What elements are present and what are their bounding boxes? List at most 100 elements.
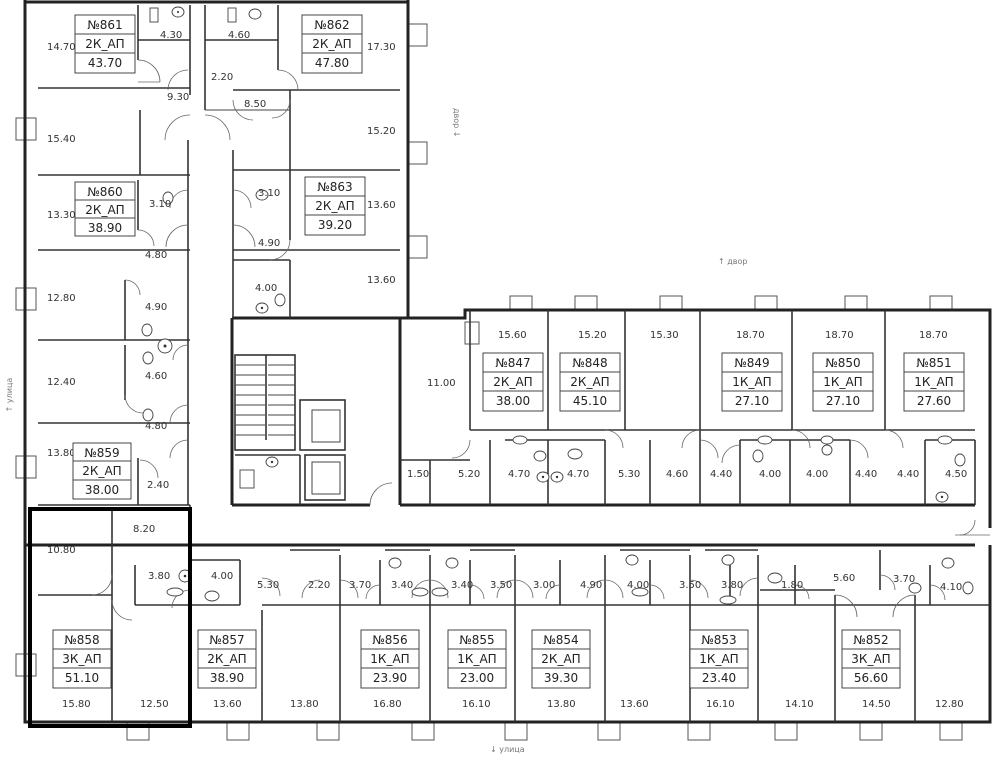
apartment-number: №859 <box>84 446 119 460</box>
room-area: 3.40 <box>451 580 473 591</box>
apartment-area: 23.00 <box>460 671 494 685</box>
room-area: 4.00 <box>627 580 649 591</box>
apartment-card-852[interactable]: №852 3К_АП 56.60 <box>841 629 901 689</box>
apartment-card-856[interactable]: №856 1К_АП 23.90 <box>360 629 420 689</box>
apartment-cards: №861 2К_АП 43.70 №862 2К_АП 47.80 №860 2… <box>52 14 965 689</box>
room-area: 14.70 <box>47 42 76 53</box>
apartment-card-858[interactable]: №858 3К_АП 51.10 <box>52 629 112 689</box>
apartment-card-850[interactable]: №850 1К_АП 27.10 <box>812 352 874 412</box>
apartment-card-861[interactable]: №861 2К_АП 43.70 <box>74 14 136 74</box>
apartment-card-860[interactable]: №860 2К_АП 38.90 <box>74 181 136 237</box>
apartment-card-849[interactable]: №849 1К_АП 27.10 <box>721 352 783 412</box>
apartment-number: №849 <box>734 356 769 370</box>
apartment-card-855[interactable]: №855 1К_АП 23.00 <box>447 629 507 689</box>
room-area: 8.20 <box>133 524 155 535</box>
room-area: 10.80 <box>47 545 76 556</box>
room-area: 2.40 <box>147 480 169 491</box>
room-area: 2.20 <box>211 72 233 83</box>
room-area: 4.90 <box>145 302 167 313</box>
room-area: 15.20 <box>578 330 607 341</box>
room-area: 4.70 <box>567 469 589 480</box>
apartment-type: 2К_АП <box>312 37 351 51</box>
room-area: 3.00 <box>533 580 555 591</box>
room-area: 14.50 <box>862 699 891 710</box>
room-area: 4.00 <box>759 469 781 480</box>
apartment-card-859[interactable]: №859 2К_АП 38.00 <box>72 442 132 500</box>
room-area: 15.30 <box>650 330 679 341</box>
room-area: 13.80 <box>47 448 76 459</box>
apartment-type: 2К_АП <box>570 375 609 389</box>
apartment-area: 38.90 <box>210 671 244 685</box>
room-area: 17.30 <box>367 42 396 53</box>
apartment-area: 51.10 <box>65 671 99 685</box>
room-area: 4.60 <box>145 371 167 382</box>
apartment-card-854[interactable]: №854 2К_АП 39.30 <box>531 629 591 689</box>
apartment-card-863[interactable]: №863 2К_АП 39.20 <box>304 176 366 236</box>
apartment-type: 1К_АП <box>457 652 496 666</box>
apartment-number: №855 <box>459 633 494 647</box>
street-direction-left-label: ↑ улица <box>5 378 14 413</box>
apartment-area: 43.70 <box>88 56 122 70</box>
room-area: 15.60 <box>498 330 527 341</box>
apartment-card-847[interactable]: №847 2К_АП 38.00 <box>482 352 544 412</box>
room-area-labels: 14.70 4.30 4.60 17.30 9.30 2.20 8.50 15.… <box>47 30 967 710</box>
room-area: 4.10 <box>940 582 962 593</box>
apartment-number: №861 <box>87 18 122 32</box>
selected-apartment-outline <box>28 507 192 728</box>
apartment-area: 23.40 <box>702 671 736 685</box>
apartment-area: 39.20 <box>318 218 352 232</box>
apartment-number: №860 <box>87 185 122 199</box>
room-area: 5.30 <box>618 469 640 480</box>
apartment-card-848[interactable]: №848 2К_АП 45.10 <box>559 352 621 412</box>
street-direction-bottom-label: ↓ улица <box>490 745 525 754</box>
apartment-area: 38.00 <box>85 483 119 497</box>
apartment-number: №863 <box>317 180 352 194</box>
room-area: 3.80 <box>148 571 170 582</box>
apartment-type: 2К_АП <box>541 652 580 666</box>
apartment-number: №847 <box>495 356 530 370</box>
room-area: 16.10 <box>462 699 491 710</box>
stairwell <box>234 354 346 505</box>
yard-direction-label: ↑ двор <box>718 257 747 266</box>
room-area: 3.80 <box>721 580 743 591</box>
room-area: 18.70 <box>919 330 948 341</box>
apartment-area: 38.00 <box>496 394 530 408</box>
room-area: 12.40 <box>47 377 76 388</box>
room-area: 8.50 <box>244 99 266 110</box>
yard-direction-vertical-label: двор ↓ <box>452 108 461 137</box>
room-area: 4.60 <box>228 30 250 41</box>
room-area: 15.80 <box>62 699 91 710</box>
apartment-area: 39.30 <box>544 671 578 685</box>
apartment-number: №854 <box>543 633 578 647</box>
room-area: 13.60 <box>620 699 649 710</box>
apartment-area: 27.10 <box>735 394 769 408</box>
room-area: 12.80 <box>935 699 964 710</box>
room-area: 5.20 <box>458 469 480 480</box>
apartment-number: №848 <box>572 356 607 370</box>
room-area: 13.80 <box>547 699 576 710</box>
room-area: 15.20 <box>367 126 396 137</box>
apartment-type: 2К_АП <box>85 203 124 217</box>
apartment-type: 3К_АП <box>851 652 890 666</box>
apartment-card-862[interactable]: №862 2К_АП 47.80 <box>301 14 363 74</box>
apartment-number: №851 <box>916 356 951 370</box>
room-area: 4.60 <box>666 469 688 480</box>
door-arcs <box>91 59 990 621</box>
apartment-area: 47.80 <box>315 56 349 70</box>
room-area: 4.30 <box>160 30 182 41</box>
apartment-number: №857 <box>209 633 244 647</box>
apartment-card-857[interactable]: №857 2К_АП 38.90 <box>197 629 257 689</box>
room-area: 13.80 <box>290 699 319 710</box>
room-area: 12.50 <box>140 699 169 710</box>
room-area: 5.30 <box>257 580 279 591</box>
partitions-upper <box>38 5 400 506</box>
room-area: 14.10 <box>785 699 814 710</box>
apartment-area: 38.90 <box>88 221 122 235</box>
room-area: 4.90 <box>580 580 602 591</box>
room-area: 9.30 <box>167 92 189 103</box>
apartment-card-851[interactable]: №851 1К_АП 27.60 <box>903 352 965 412</box>
apartment-card-853[interactable]: №853 1К_АП 23.40 <box>689 629 749 689</box>
room-area: 3.40 <box>391 580 413 591</box>
room-area: 4.40 <box>710 469 732 480</box>
